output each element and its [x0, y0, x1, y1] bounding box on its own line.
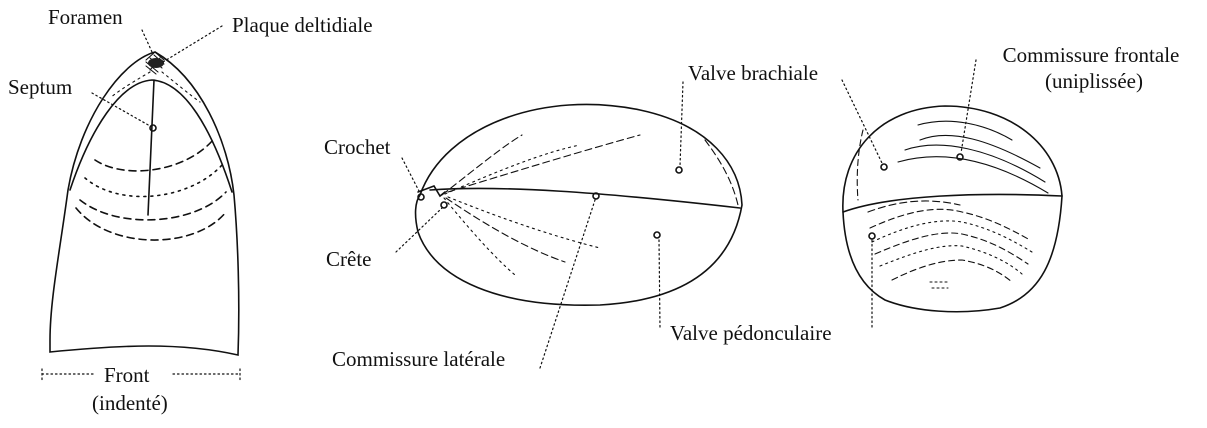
label-commissure-laterale: Commissure latérale [332, 348, 505, 370]
lateral-growth-lines [442, 135, 738, 275]
frontal-commissure-line [843, 194, 1062, 212]
septum-line [148, 80, 154, 215]
valve-pedonculaire-point [654, 232, 660, 238]
septum-point [150, 125, 156, 131]
crochet-leader [402, 158, 420, 193]
foramen-dot [148, 58, 164, 68]
valve-brachiale-point [676, 167, 682, 173]
label-septum: Septum [8, 76, 72, 98]
commissure-laterale-leader [540, 200, 595, 368]
frontal-growth-lines [857, 121, 1048, 288]
frontal-valve-brachiale-point [881, 164, 887, 170]
label-uniplissee: (uniplissée) [1024, 70, 1164, 92]
crete-leader [396, 208, 442, 252]
frontal-view [842, 60, 1062, 330]
crete-point [441, 202, 447, 208]
label-commissure-frontale: Commissure frontale [986, 44, 1196, 66]
label-valve-brachiale: Valve brachiale [688, 62, 818, 84]
label-crete: Crête [326, 248, 371, 270]
label-foramen: Foramen [48, 6, 123, 28]
label-valve-pedonculaire: Valve pédonculaire [670, 322, 832, 344]
valve-brachiale-leader-frontal [842, 80, 882, 163]
plaque-deltidiale-leader [163, 26, 222, 62]
lateral-view-outline [416, 104, 742, 305]
label-front: Front [104, 364, 150, 386]
foramen-leader [142, 30, 152, 52]
dorsal-growth-line [95, 140, 213, 171]
label-indente: (indenté) [92, 392, 168, 414]
frontal-valve-pedonculaire-point [869, 233, 875, 239]
frontal-view-outline [843, 106, 1062, 312]
lateral-commissure-line [430, 188, 740, 208]
label-plaque-deltidiale: Plaque deltidiale [232, 14, 373, 36]
label-crochet: Crochet [324, 136, 390, 158]
valve-pedonculaire-leader-lateral [659, 240, 660, 328]
dorsal-growth-line [76, 208, 226, 240]
